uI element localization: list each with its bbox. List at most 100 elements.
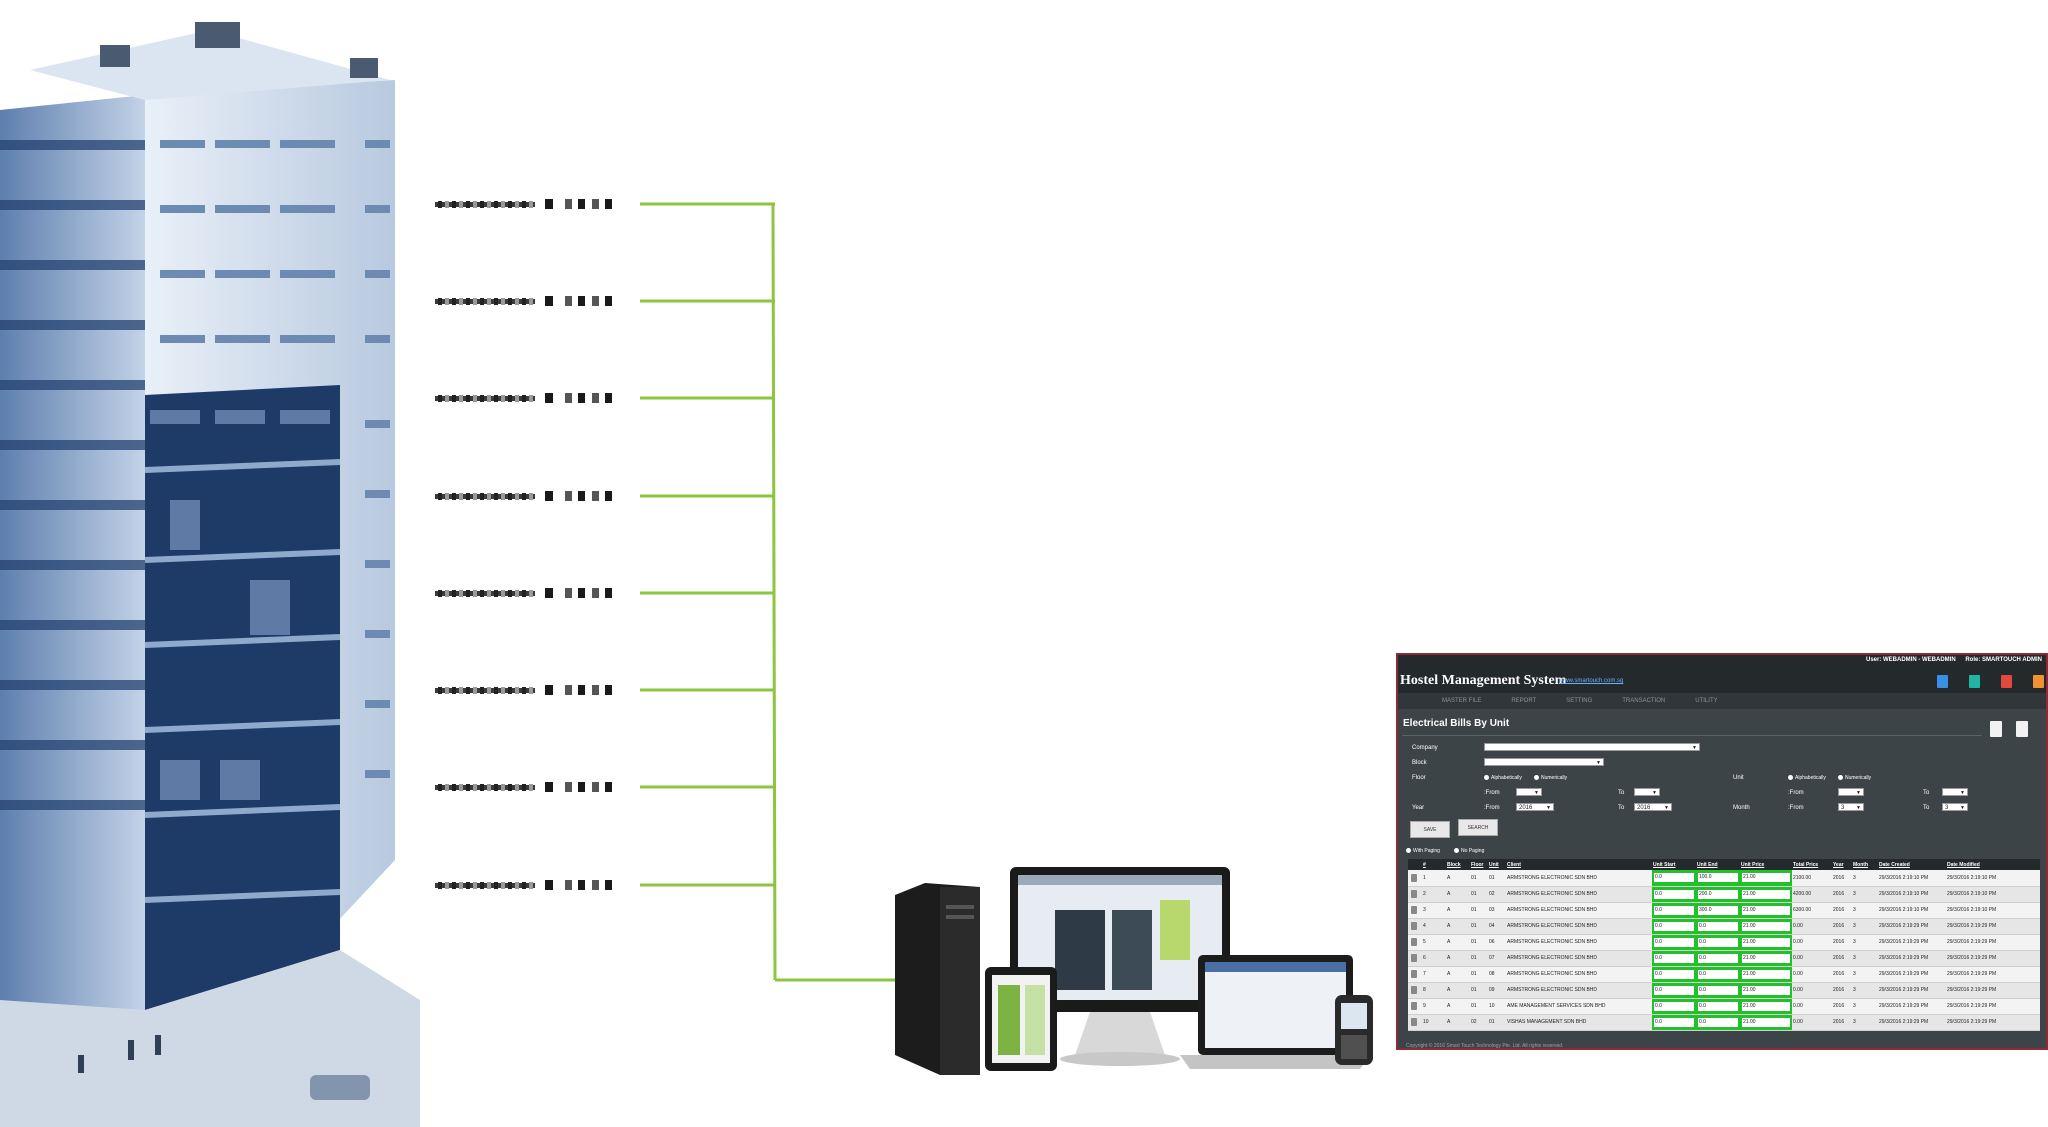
cell-input[interactable]: 0.0 — [1654, 985, 1694, 995]
column-header[interactable]: Unit Price — [1740, 859, 1792, 870]
unit-from-select[interactable]: ▼ — [1838, 788, 1864, 796]
floor-order-alpha-radio[interactable]: Alphabetically — [1484, 775, 1522, 781]
export-document-icon[interactable] — [1990, 721, 2002, 737]
cell-input[interactable]: 21.00 — [1742, 921, 1790, 931]
home-icon[interactable] — [1937, 675, 1948, 688]
menu-transaction[interactable]: TRANSACTION — [1622, 698, 1666, 704]
cell-input[interactable]: 0.0 — [1654, 937, 1694, 947]
cell-input[interactable]: 21.00 — [1742, 905, 1790, 915]
cell-input[interactable]: 100.0 — [1698, 873, 1738, 883]
save-button[interactable]: SAVE — [1410, 821, 1450, 838]
table-cell: 2100.00 — [1792, 870, 1832, 887]
table-cell: 04 — [1488, 918, 1506, 935]
cell-input[interactable]: 0.0 — [1698, 937, 1738, 947]
table-cell: 29/3/2016 2:19:29 PM — [1946, 934, 2040, 951]
block-select[interactable]: ▼ — [1484, 758, 1604, 766]
cell-input[interactable]: 0.0 — [1698, 1001, 1738, 1011]
trash-icon[interactable] — [1411, 890, 1417, 898]
cell-input[interactable]: 21.00 — [1742, 1017, 1790, 1027]
unit-order-num-radio[interactable]: Numerically — [1838, 775, 1871, 781]
cell-input[interactable]: 0.0 — [1654, 953, 1694, 963]
cell-input[interactable]: 21.00 — [1742, 985, 1790, 995]
table-cell: A — [1446, 950, 1470, 967]
column-header[interactable]: Block — [1446, 859, 1470, 870]
copy-document-icon[interactable] — [2016, 721, 2028, 737]
column-header[interactable]: # — [1422, 859, 1446, 870]
menu-report[interactable]: REPORT — [1511, 698, 1537, 704]
tablet-icon — [985, 967, 1057, 1071]
trash-icon[interactable] — [1411, 938, 1417, 946]
cell-input[interactable]: 0.0 — [1654, 1017, 1694, 1027]
trash-icon[interactable] — [1411, 922, 1417, 930]
cell-input[interactable]: 0.0 — [1698, 985, 1738, 995]
year-from-select[interactable]: 2016▼ — [1516, 803, 1554, 811]
column-header[interactable]: Client — [1506, 859, 1652, 870]
cell-input[interactable]: 21.00 — [1742, 969, 1790, 979]
cell-input[interactable]: 0.0 — [1698, 953, 1738, 963]
table-cell: 03 — [1488, 902, 1506, 919]
trash-icon[interactable] — [1411, 906, 1417, 914]
cell-input[interactable]: 0.0 — [1698, 1017, 1738, 1027]
unit-order-alpha-radio[interactable]: Alphabetically — [1788, 775, 1826, 781]
search-button[interactable]: SEARCH — [1458, 819, 1498, 836]
cell-input[interactable]: 300.0 — [1698, 905, 1738, 915]
cell-input[interactable]: 21.00 — [1742, 937, 1790, 947]
cell-input[interactable]: 0.0 — [1698, 969, 1738, 979]
floor-from-label: :From — [1484, 790, 1500, 796]
website-link[interactable]: www.smartouch.com.sg — [1560, 678, 1624, 684]
column-header — [1408, 859, 1422, 870]
refresh-icon[interactable] — [1969, 675, 1980, 688]
app-topbar: User: WEBADMIN - WEBADMIN Role: SMARTOUC… — [1398, 655, 2046, 693]
floor-order-num-radio[interactable]: Numerically — [1534, 775, 1567, 781]
floor-controller-4 — [435, 491, 775, 501]
cell-input[interactable]: 21.00 — [1742, 953, 1790, 963]
cell-input[interactable]: 0.0 — [1698, 921, 1738, 931]
table-cell: AME MANAGEMENT SERVICES SDN BHD — [1506, 998, 1652, 1015]
cell-input[interactable]: 0.0 — [1654, 921, 1694, 931]
column-header[interactable]: Unit End — [1696, 859, 1740, 870]
table-cell: 1 — [1422, 870, 1446, 887]
trash-icon[interactable] — [1411, 873, 1417, 882]
cell-input[interactable]: 0.0 — [1654, 905, 1694, 915]
company-select[interactable]: ▼ — [1484, 743, 1700, 751]
column-header[interactable]: Total Price — [1792, 859, 1832, 870]
year-to-select[interactable]: 2016▼ — [1634, 803, 1672, 811]
column-header[interactable]: Date Created — [1878, 859, 1946, 870]
column-header[interactable]: Unit Start — [1652, 859, 1696, 870]
trash-icon[interactable] — [1411, 986, 1417, 994]
menu-setting[interactable]: SETTING — [1566, 698, 1593, 704]
column-header[interactable]: Month — [1852, 859, 1878, 870]
month-from-value: 3 — [1841, 805, 1845, 811]
cell-input[interactable]: 21.00 — [1742, 889, 1790, 899]
floor-to-select[interactable]: ▼ — [1634, 788, 1660, 796]
cell-input[interactable]: 21.00 — [1742, 1001, 1790, 1011]
cell-input[interactable]: 200.0 — [1698, 889, 1738, 899]
cell-input[interactable]: 21.00 — [1742, 873, 1790, 883]
menu-master-file[interactable]: MASTER FILE — [1442, 698, 1482, 704]
trash-icon[interactable] — [1411, 1002, 1417, 1010]
logout-icon[interactable] — [2033, 675, 2044, 688]
month-from-select[interactable]: 3▼ — [1838, 803, 1864, 811]
column-header[interactable]: Unit — [1488, 859, 1506, 870]
no-paging-radio[interactable]: No Paging — [1454, 848, 1484, 854]
cell-input[interactable]: 0.0 — [1654, 873, 1694, 883]
column-header[interactable]: Date Modified — [1946, 859, 2040, 870]
cell-input[interactable]: 0.0 — [1654, 1001, 1694, 1011]
document-icons — [1990, 721, 2028, 737]
cell-input[interactable]: 0.0 — [1654, 969, 1694, 979]
month-to-select[interactable]: 3▼ — [1942, 803, 1968, 811]
floor-from-select[interactable]: ▼ — [1516, 788, 1542, 796]
column-header[interactable]: Year — [1832, 859, 1852, 870]
trash-icon[interactable] — [1411, 954, 1417, 962]
table-cell: 2016 — [1832, 982, 1852, 999]
editable-cell: 0.0 — [1652, 982, 1696, 999]
title-divider — [1402, 735, 1982, 736]
unit-to-select[interactable]: ▼ — [1942, 788, 1968, 796]
with-paging-radio[interactable]: With Paging — [1406, 848, 1440, 854]
help-icon[interactable] — [2001, 675, 2012, 688]
trash-icon[interactable] — [1411, 970, 1417, 978]
trash-icon[interactable] — [1411, 1018, 1417, 1026]
menu-utility[interactable]: UTILITY — [1695, 698, 1718, 704]
column-header[interactable]: Floor — [1470, 859, 1488, 870]
cell-input[interactable]: 0.0 — [1654, 889, 1694, 899]
